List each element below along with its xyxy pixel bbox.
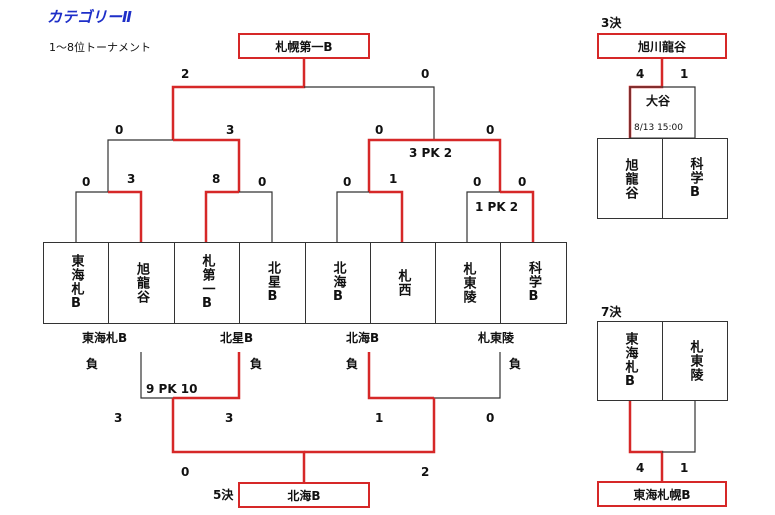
fifth-place-winner-box: 北海B (238, 482, 370, 508)
r1-pk-result: 1 PK 2 (475, 200, 519, 214)
seventh-team-cell-1: 東海札B (597, 321, 663, 401)
sf2-score-left: 0 (375, 123, 384, 137)
r1-m1-right (108, 190, 143, 242)
third-place-datetime: 8/13 15:00 (634, 123, 684, 133)
loss-mark-1: 負 (86, 357, 99, 371)
seventh-team-name-2: 札東陵 (687, 340, 703, 382)
sf2-right-path (434, 138, 502, 192)
team-cell-2: 旭龍谷 (108, 242, 175, 324)
final-right-path (304, 86, 435, 140)
cons-r1-score-4: 0 (486, 411, 495, 425)
r1-score-5: 0 (343, 175, 352, 189)
cons-r1-score-1: 3 (114, 411, 123, 425)
page-subtitle: 1～8位トーナメント (49, 41, 151, 54)
r1-score-2: 3 (127, 172, 136, 186)
r1-m3-left (336, 191, 369, 242)
sf1-score-left: 0 (115, 123, 124, 137)
r1-score-7: 0 (473, 175, 482, 189)
loser-label-4: 札東陵 (478, 331, 515, 345)
third-team-cell-2: 科学B (662, 138, 728, 219)
r1-m3-right (369, 190, 404, 242)
seventh-left-path (628, 401, 664, 481)
team-name-1: 東海札B (68, 254, 84, 312)
r1-score-4: 0 (258, 175, 267, 189)
third-place-label: 3決 (601, 16, 622, 30)
third-place-venue: 大谷 (646, 94, 671, 108)
seventh-place-score-right: 1 (680, 461, 689, 475)
team-name-3: 札第一B (199, 254, 215, 312)
loser-label-2: 北星B (220, 331, 254, 345)
cons-m1-right (173, 352, 241, 400)
fifth-place-winner: 北海B (287, 488, 321, 503)
r1-m1-left (75, 191, 108, 242)
third-team-name-1: 旭龍谷 (622, 157, 638, 200)
sf2-pk-result: 3 PK 2 (409, 146, 453, 160)
seventh-place-winner-box: 東海札幌B (597, 481, 727, 507)
third-team-name-2: 科学B (687, 156, 703, 201)
r1-score-8: 0 (518, 175, 527, 189)
loss-mark-2: 負 (250, 357, 263, 371)
r1-m2-left (204, 190, 239, 242)
seventh-place-score-left: 4 (636, 461, 645, 475)
third-team-cell-1: 旭龍谷 (597, 138, 663, 219)
team-name-6: 札西 (395, 269, 411, 297)
cons-final-score-left: 0 (181, 465, 190, 479)
r1-m2-right (239, 191, 273, 242)
loss-mark-4: 負 (509, 357, 522, 371)
champion-box: 札幌第一B (238, 33, 370, 59)
team-name-5: 北海B (330, 261, 346, 305)
consolation-pk-result: 9 PK 10 (146, 382, 198, 396)
seventh-team-cell-2: 札東陵 (662, 321, 728, 401)
third-place-winner-box: 旭川龍谷 (597, 33, 727, 59)
cons-final-right (304, 398, 436, 454)
third-place-score-right: 1 (680, 67, 689, 81)
r1-m4-left (466, 191, 500, 242)
third-place-winner: 旭川龍谷 (637, 39, 686, 54)
team-cell-5: 北海B (305, 242, 371, 324)
cons-m1-left (140, 352, 173, 399)
cons-final-left (171, 398, 306, 482)
cons-m2-right (434, 352, 501, 399)
team-cell-1: 東海札B (43, 242, 109, 324)
final-left-path (171, 59, 306, 140)
team-cell-8: 科学B (500, 242, 567, 324)
team-cell-6: 札西 (370, 242, 436, 324)
sf1-right-path (173, 138, 241, 192)
sf1-left-path (107, 139, 173, 192)
r1-score-6: 1 (389, 172, 398, 186)
team-name-4: 北星B (265, 261, 280, 305)
seventh-team-name-1: 東海札B (622, 332, 638, 390)
seventh-place-winner: 東海札幌B (633, 487, 691, 502)
third-place-score-left: 4 (636, 67, 645, 81)
r1-score-3: 8 (212, 172, 221, 186)
r1-score-1: 0 (82, 175, 91, 189)
team-name-2: 旭龍谷 (134, 262, 149, 304)
team-cell-3: 札第一B (174, 242, 240, 324)
final-score-left: 2 (181, 67, 190, 81)
team-cell-7: 札東陵 (435, 242, 501, 324)
r1-m4-right (500, 190, 535, 242)
cons-m2-left (367, 352, 434, 400)
sf2-left-path (367, 138, 434, 192)
seventh-place-label: 7決 (601, 305, 622, 319)
cons-r1-score-2: 3 (225, 411, 234, 425)
fifth-place-label: 5決 (213, 488, 234, 502)
team-name-8: 科学B (526, 261, 541, 305)
sf2-score-right: 0 (486, 123, 495, 137)
loss-mark-3: 負 (346, 357, 359, 371)
loser-label-3: 北海B (346, 331, 380, 345)
seventh-right-path (662, 401, 696, 453)
sf1-score-right: 3 (226, 123, 235, 137)
cons-final-score-right: 2 (421, 465, 430, 479)
champion-name: 札幌第一B (275, 39, 333, 54)
team-cell-4: 北星B (239, 242, 306, 324)
final-score-right: 0 (421, 67, 430, 81)
page-title: カテゴリーⅡ (47, 8, 132, 26)
loser-label-1: 東海札B (82, 331, 128, 345)
cons-r1-score-3: 1 (375, 411, 384, 425)
team-name-7: 札東陵 (460, 262, 476, 304)
